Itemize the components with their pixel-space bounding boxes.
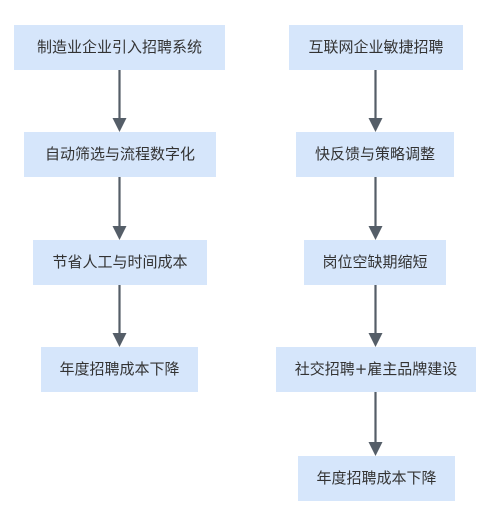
right-flow-step-1: 互联网企业敏捷招聘 — [289, 25, 463, 70]
arrowhead-right-4-to-5 — [368, 442, 383, 456]
left-flow-step-3: 节省人工与时间成本 — [33, 240, 207, 285]
arrowhead-right-3-to-4 — [368, 333, 383, 347]
left-flow-step-4: 年度招聘成本下降 — [41, 347, 198, 392]
arrowhead-left-3-to-4 — [112, 333, 127, 347]
left-flow-step-1: 制造业企业引入招聘系统 — [14, 25, 225, 70]
right-flow-step-3: 岗位空缺期缩短 — [304, 240, 446, 285]
arrowhead-left-1-to-2 — [112, 118, 127, 132]
arrowhead-right-2-to-3 — [368, 226, 383, 240]
arrowhead-right-1-to-2 — [368, 118, 383, 132]
right-flow-step-5: 年度招聘成本下降 — [298, 456, 455, 501]
arrowhead-left-2-to-3 — [112, 226, 127, 240]
right-flow-step-4: 社交招聘+雇主品牌建设 — [276, 347, 476, 392]
right-flow-step-2: 快反馈与策略调整 — [296, 132, 454, 177]
left-flow-step-2: 自动筛选与流程数字化 — [24, 132, 216, 177]
